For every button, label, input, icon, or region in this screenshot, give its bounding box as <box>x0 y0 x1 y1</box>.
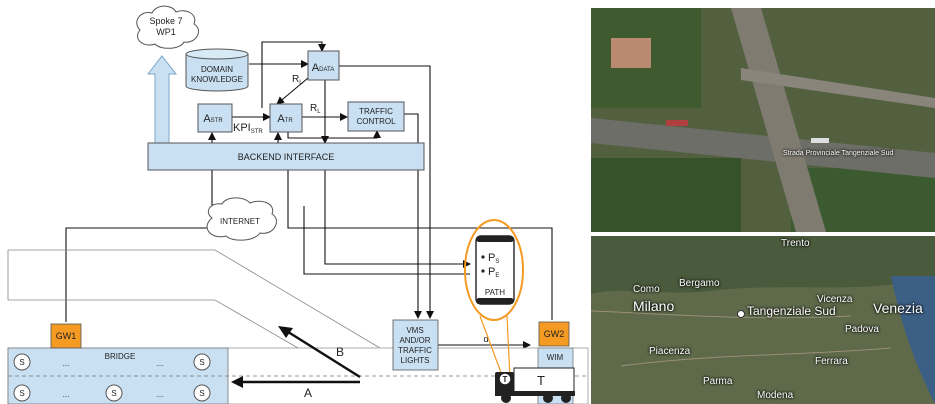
city-label: Padova <box>845 324 879 335</box>
rl-label-top: RL <box>292 74 303 86</box>
bridge-label: BRIDGE <box>105 352 136 361</box>
svg-text:VMS: VMS <box>406 326 423 335</box>
sensor-label: S <box>19 389 24 398</box>
vms-box: VMS AND/OR TRAFFIC LIGHTS <box>392 319 439 371</box>
architecture-diagram: Spoke 7 WP1 DOMAIN KNOWLEDGE ADATA RL RL… <box>7 5 589 404</box>
svg-text:AND/OR: AND/OR <box>399 336 430 345</box>
aerial-road-label: Strada Provinciale Tangenziale Sud <box>783 150 894 157</box>
internet-label: INTERNET <box>220 217 260 226</box>
astr-sub: STR <box>211 118 224 124</box>
backend-interface-label: BACKEND INTERFACE <box>238 152 335 162</box>
sensor-label: S <box>199 389 204 398</box>
region-map: Trento Como Bergamo Milano Vicenza Venez… <box>591 236 935 404</box>
adata-box: ADATA <box>307 50 340 81</box>
marker-label: Tangenziale Sud <box>747 304 836 318</box>
atr-main: A <box>277 113 285 125</box>
sensor-label: S <box>19 358 24 367</box>
atr-box: ATR <box>269 103 303 133</box>
spoke7-line2: WP1 <box>156 27 176 37</box>
bridge: BRIDGE <box>7 347 589 404</box>
svg-text:ATR: ATR <box>277 113 293 125</box>
city-label: Ferrara <box>815 356 848 367</box>
atr-sub: TR <box>285 118 294 124</box>
gw1-box: GW1 <box>50 323 82 349</box>
city-label: Vicenza <box>817 294 853 305</box>
svg-text:ADATA: ADATA <box>312 62 334 74</box>
city-label: Parma <box>703 376 733 387</box>
traffic-control-line2: CONTROL <box>356 117 396 126</box>
sensor-label: S <box>199 358 204 367</box>
traffic-control-box: TRAFFIC CONTROL <box>347 101 405 132</box>
astr-main: A <box>203 113 211 125</box>
astr-box: ASTR <box>197 103 233 133</box>
kpi-label: KPISTR <box>233 122 263 135</box>
svg-text:TRAFFIC: TRAFFIC <box>398 346 432 355</box>
city-label: Milano <box>633 298 675 314</box>
domain-knowledge-line1: DOMAIN <box>201 65 233 74</box>
ellipsis: ... <box>157 359 164 368</box>
spoke7-cloud: Spoke 7 WP1 <box>136 5 199 49</box>
truck: T T <box>495 367 575 403</box>
phone-zoom: PS PE PATH <box>464 219 524 379</box>
gw2-box: GW2 <box>538 321 570 347</box>
traffic-control-line1: TRAFFIC <box>359 107 393 116</box>
gw1-label: GW1 <box>56 331 77 341</box>
upload-arrow <box>146 55 178 144</box>
spoke7-line1: Spoke 7 <box>149 16 182 26</box>
phone-path-label: PATH <box>485 288 505 297</box>
adata-sub: DATA <box>319 67 334 73</box>
svg-text:PE: PE <box>488 266 499 279</box>
arrow-a-label: A <box>304 386 312 400</box>
domain-knowledge-line2: KNOWLEDGE <box>191 75 243 84</box>
phone-ps-main: P <box>488 252 495 264</box>
svg-text:ASTR: ASTR <box>203 113 223 125</box>
sensors: S S S S S ... ... ... ... <box>13 353 211 402</box>
distance-label: d <box>483 334 488 344</box>
internet-cloud: INTERNET <box>206 197 277 241</box>
domain-knowledge-db: DOMAIN KNOWLEDGE <box>185 48 249 92</box>
city-label: Venezia <box>873 300 923 316</box>
gw2-label: GW2 <box>544 329 565 339</box>
svg-text:LIGHTS: LIGHTS <box>401 356 430 365</box>
city-label: Como <box>633 284 660 295</box>
city-label: Bergamo <box>679 278 720 289</box>
location-marker-icon <box>737 310 745 318</box>
phone-pe-main: P <box>488 266 495 278</box>
city-label: Trento <box>781 238 810 249</box>
adata-main: A <box>312 62 320 74</box>
city-label: Piacenza <box>649 346 691 357</box>
vehicle-arrows: B A <box>231 326 361 400</box>
rl-label-mid: RL <box>310 103 321 115</box>
svg-text:PS: PS <box>488 252 499 265</box>
truck-label: T <box>537 373 545 388</box>
city-label: Modena <box>757 390 794 401</box>
arrow-b-label: B <box>336 345 344 359</box>
ellipsis: ... <box>157 390 164 399</box>
backend-interface-bar: BACKEND INTERFACE <box>147 142 425 171</box>
sensor-label: S <box>111 389 116 398</box>
ellipsis: ... <box>63 359 70 368</box>
truck-icon: T <box>503 375 508 384</box>
ellipsis: ... <box>63 390 70 399</box>
aerial-photo: Strada Provinciale Tangenziale Sud <box>591 8 935 232</box>
wim-label: WIM <box>547 353 564 362</box>
road-outline <box>7 249 381 349</box>
